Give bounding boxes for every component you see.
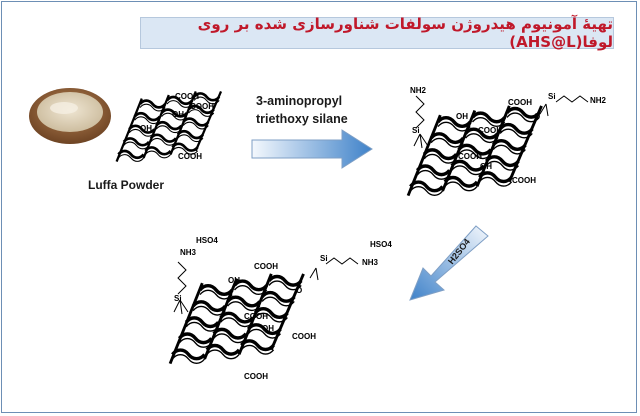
s3-si-right: Si [320, 254, 328, 263]
reagent-1-line-2: triethoxy silane [256, 112, 348, 126]
luffa-powder-label: Luffa Powder [88, 178, 165, 192]
reaction-arrow-2 [409, 225, 489, 301]
s2-si-right: Si [548, 92, 556, 101]
s3-cooh-1: COOH [254, 262, 278, 271]
s2-cooh-1: COOH [508, 98, 532, 107]
s3-nh3-left: NH3 [180, 248, 197, 257]
s2-cooh-4: COOH [512, 176, 536, 185]
s2-nh2-right: NH2 [590, 96, 607, 105]
s3-oh-2: OH [262, 324, 274, 333]
s3-oh-1: OH [228, 276, 240, 285]
s1-cooh-3: COOH [178, 152, 202, 161]
reaction-arrow-1 [251, 129, 373, 169]
s1-cooh-1: COOH [175, 92, 199, 101]
s2-cooh-2: COOH [478, 126, 502, 135]
aptes-linker-left [413, 95, 429, 149]
luffa-powder-bowl-image [29, 88, 111, 144]
aptes-linker-right [539, 95, 589, 117]
s3-si-left: Si [174, 294, 182, 303]
s2-oh-1: OH [456, 112, 468, 121]
figure-title: تهیهٔ آمونیوم هیدروژن سولفات شناورسازی ش… [140, 15, 614, 51]
s3-o-1: O [296, 286, 303, 295]
s3-nh3-right: NH3 [362, 258, 379, 267]
luffa-structure-3 [170, 274, 303, 364]
s1-oh-2: OH [140, 124, 152, 133]
s2-o-1: O [534, 112, 541, 121]
s2-oh-2: OH [480, 162, 492, 171]
s1-oh-1: OH [172, 110, 184, 119]
s2-si-left: Si [412, 126, 420, 135]
s2-cooh-3: COOH [458, 152, 482, 161]
s3-cooh-2: COOH [244, 312, 268, 321]
s3-cooh-4: COOH [244, 372, 268, 381]
reagent-1-line-1: 3-aminopropyl [256, 94, 343, 108]
ammonium-linker-right [309, 257, 359, 281]
s3-hso4-right: HSO4 [370, 240, 392, 249]
s1-cooh-2: COOH [190, 102, 214, 111]
s3-hso4-left: HSO4 [196, 236, 218, 245]
ammonium-linker-left [173, 261, 189, 315]
title-text: تهیهٔ آمونیوم هیدروژن سولفات شناورسازی ش… [197, 15, 613, 51]
s2-nh2-left: NH2 [410, 86, 427, 95]
s3-cooh-3: COOH [292, 332, 316, 341]
